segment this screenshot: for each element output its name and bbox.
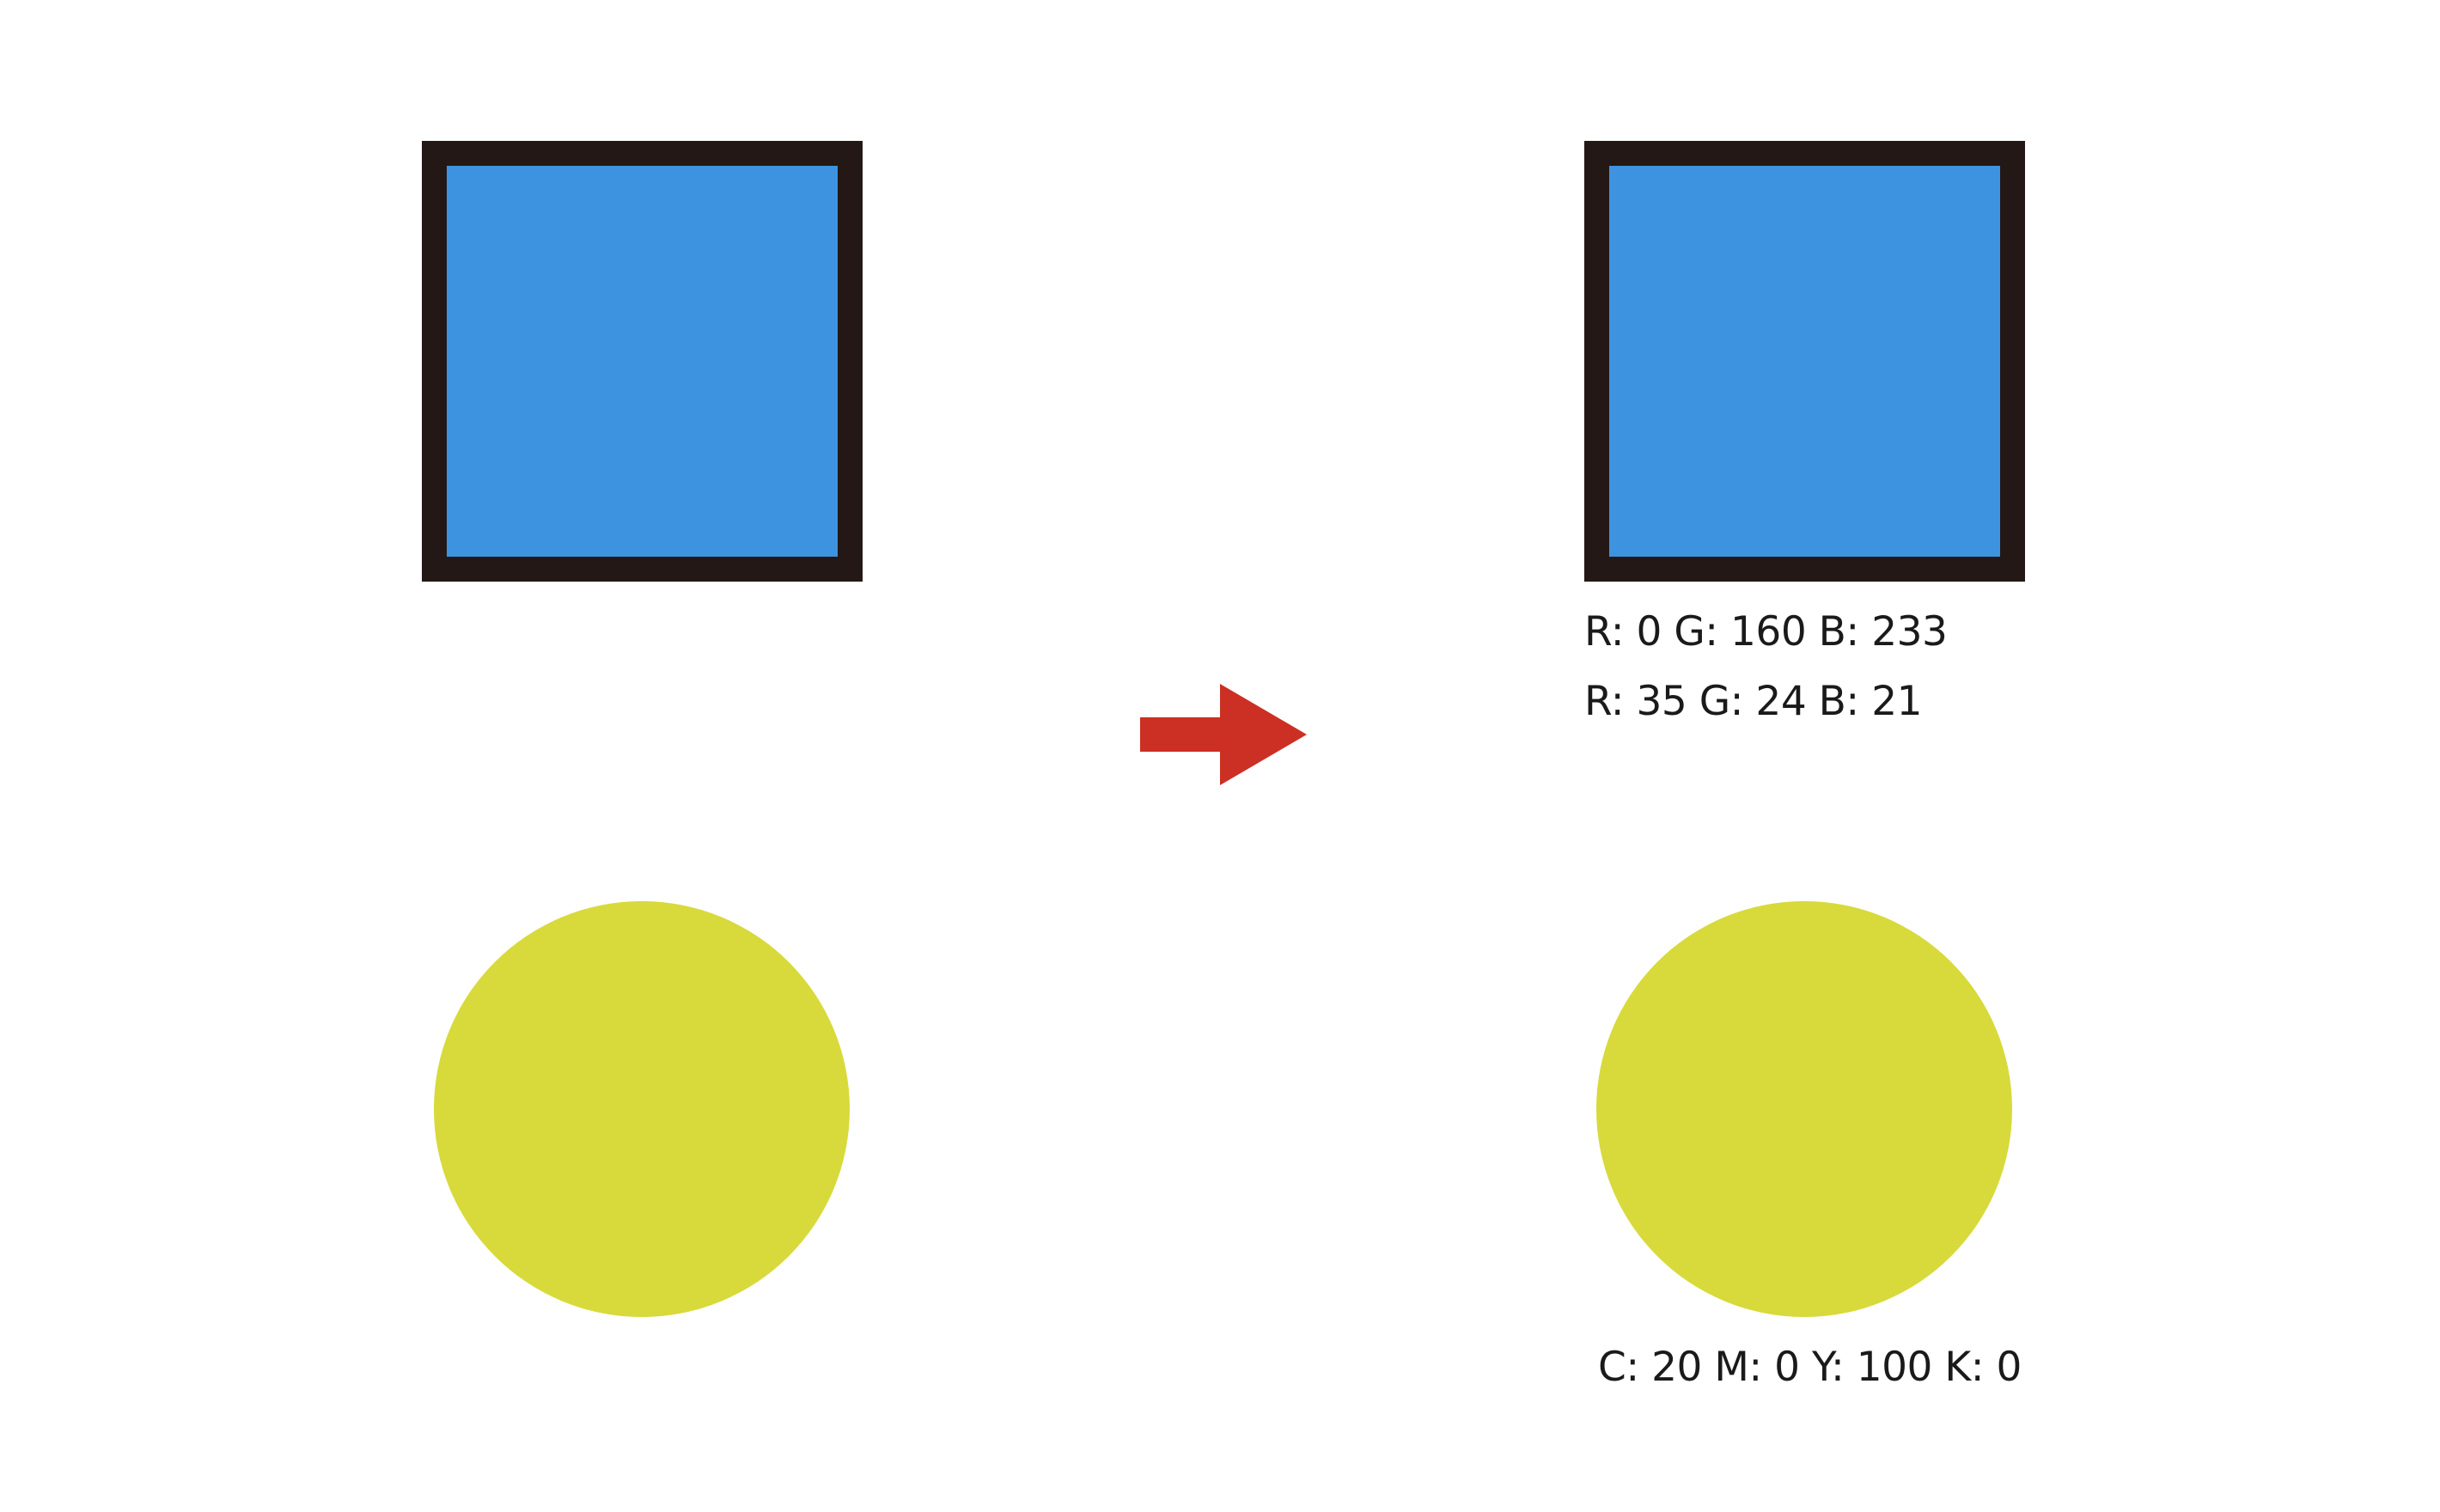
- blue-square-original: [422, 141, 863, 582]
- fill-rgb-label: R: 0 G: 160 B: 233: [1584, 608, 1948, 655]
- cmyk-label: C: 20 M: 0 Y: 100 K: 0: [1598, 1344, 2022, 1391]
- stroke-rgb-label: R: 35 G: 24 B: 21: [1584, 678, 1923, 725]
- yellow-circle-converted: [1596, 901, 2012, 1317]
- arrow-right-icon: [1140, 684, 1307, 785]
- blue-square-converted: [1584, 141, 2025, 582]
- yellow-circle-original: [434, 901, 850, 1317]
